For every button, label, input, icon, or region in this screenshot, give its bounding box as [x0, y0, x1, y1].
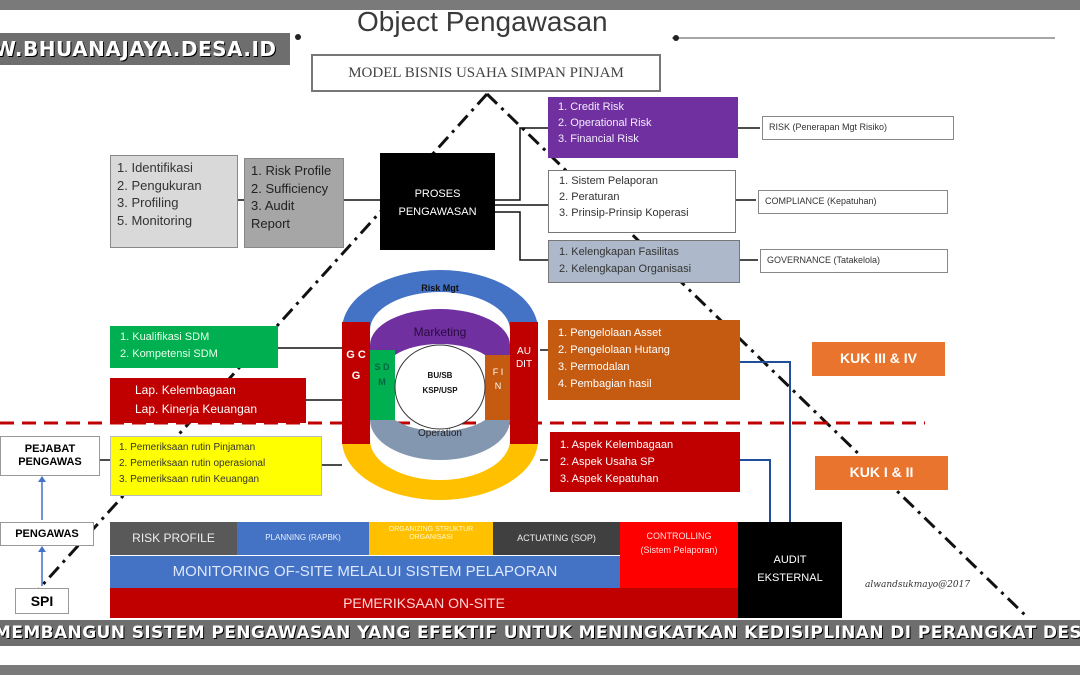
ring-gcg-label: G C G: [346, 349, 366, 382]
pengawas-box: PENGAWAS: [0, 522, 94, 546]
bar-organizing: ORGANIZING STRUKTUR ORGANISASI: [369, 522, 493, 555]
pengelolaan-list-box: 1. Pengelolaan Asset 2. Pengelolaan Huta…: [548, 320, 740, 400]
risk-list-box: 1. Credit Risk 2. Operational Risk 3. Fi…: [548, 97, 738, 158]
pejabat-label: PEJABAT: [24, 443, 76, 455]
list-item: Report: [251, 215, 291, 231]
aspek-list-box: 1. Aspek Kelembagaan 2. Aspek Usaha SP 3…: [550, 432, 740, 492]
ring-fin-label: F I N: [492, 367, 504, 392]
list-item: 1. Pengelolaan Asset: [558, 327, 662, 339]
compliance-list-box: 1. Sistem Pelaporan 2. Peraturan 3. Prin…: [548, 170, 736, 233]
bar-risk-profile: RISK PROFILE: [110, 522, 237, 555]
risk-tag: RISK (Penerapan Mgt Risiko): [762, 116, 954, 140]
ring-center-text: BU/SB: [427, 371, 453, 380]
model-bisnis-box: MODEL BISNIS USAHA SIMPAN PINJAM: [311, 54, 661, 92]
ring-marketing-label: Marketing: [413, 325, 467, 339]
list-item: 1. Kelengkapan Fasilitas: [559, 246, 679, 258]
list-item: 1. Aspek Kelembagaan: [560, 439, 674, 451]
list-item: 5. Monitoring: [117, 212, 193, 228]
spi-box: SPI: [15, 588, 69, 614]
governance-tag: GOVERNANCE (Tatakelola): [760, 249, 948, 273]
site-url-text: W.BHUANAJAYA.DESA.ID: [0, 37, 277, 61]
pemeriksaan-list-box: 1. Pemeriksaan rutin Pinjaman 2. Pemerik…: [110, 436, 322, 496]
bar-actuating: ACTUATING (SOP): [493, 522, 620, 555]
list-item: 1. Kualifikasi SDM: [120, 331, 210, 343]
list-item: 2. Sufficiency: [251, 180, 329, 196]
caption-text: MEMBANGUN SISTEM PENGAWASAN YANG EFEKTIF…: [0, 623, 1080, 643]
bottom-frame-bar: [0, 665, 1080, 675]
laporan-list-box: Lap. Kelembagaan Lap. Kinerja Keuangan: [110, 378, 306, 423]
list-item: 2. Pemeriksaan rutin operasional: [119, 458, 266, 469]
audit-eksternal-label: EKSTERNAL: [757, 571, 823, 584]
list-item: 1. Identifikasi: [117, 160, 193, 175]
list-item: 2. Peraturan: [559, 190, 620, 203]
sdm-list-box: 1. Kualifikasi SDM 2. Kompetensi SDM: [110, 326, 278, 368]
list-item: 1. Credit Risk: [558, 101, 625, 113]
onsite-bar: PEMERIKSAAN ON-SITE: [110, 588, 738, 618]
list-item: 2. Kompetensi SDM: [120, 348, 218, 361]
list-item: 2. Pengukuran: [117, 177, 202, 193]
ring-operation-label: Operation: [418, 428, 462, 439]
ring-structure: [342, 270, 538, 500]
top-frame-bar: [0, 0, 1080, 10]
ring-audit-label: AUDIT: [515, 346, 533, 370]
pejabat-pengawas-box: PEJABAT PENGAWAS: [0, 436, 100, 476]
diagram-title: Object Pengawasan: [357, 6, 608, 37]
ring-center-label: BU/SB KSP/USP: [408, 368, 472, 398]
list-item: 4. Pembagian hasil: [558, 378, 652, 391]
bar-controlling: CONTROLLING (Sistem Pelaporan): [620, 522, 738, 588]
identifikasi-box: 1. Identifikasi 2. Pengukuran 3. Profili…: [110, 155, 238, 248]
list-item: 3. Aspek Kepatuhan: [560, 473, 659, 486]
list-item: 1. Risk Profile: [251, 163, 332, 178]
list-item: Lap. Kinerja Keuangan: [135, 401, 258, 416]
caption-banner: MEMBANGUN SISTEM PENGAWASAN YANG EFEKTIF…: [0, 620, 1080, 646]
proses-label: PENGAWASAN: [398, 205, 477, 218]
list-item: 2. Pengelolaan Hutang: [558, 344, 670, 357]
list-item: 1. Sistem Pelaporan: [559, 175, 659, 187]
list-item: 3. Profiling: [117, 195, 179, 211]
kuk-lower-badge: KUK I & II: [815, 456, 948, 490]
list-item: Lap. Kelembagaan: [135, 383, 236, 397]
list-item: 2. Aspek Usaha SP: [560, 456, 655, 469]
author-signature: alwandsukmayo@2017: [865, 580, 971, 590]
pejabat-label: PENGAWAS: [18, 456, 82, 469]
monitoring-bar: MONITORING OF-SITE MELALUI SISTEM PELAPO…: [110, 556, 620, 588]
list-item: 3. Permodalan: [558, 361, 630, 374]
list-item: 3. Prinsip-Prinsip Koperasi: [559, 206, 689, 219]
list-item: 1. Pemeriksaan rutin Pinjaman: [119, 442, 256, 453]
list-item: 3. Financial Risk: [558, 132, 639, 145]
list-item: 2. Operational Risk: [558, 116, 652, 129]
bar-planning: PLANNING (RAPBK): [237, 522, 369, 555]
list-item: 3. Pemeriksaan rutin Keuangan: [119, 474, 260, 485]
audit-eksternal-box: AUDIT EKSTERNAL: [738, 522, 842, 618]
risk-profile-list-box: 1. Risk Profile 2. Sufficiency 3. Audit …: [244, 158, 344, 248]
compliance-tag: COMPLIANCE (Kepatuhan): [758, 190, 948, 214]
site-url-banner: W.BHUANAJAYA.DESA.ID: [0, 33, 290, 65]
ring-risk-mgt-label: Risk Mgt: [421, 283, 459, 293]
proses-pengawasan-box: PROSES PENGAWASAN: [380, 153, 495, 250]
proses-label: PROSES: [414, 188, 461, 200]
list-item: 3. Audit: [251, 198, 295, 214]
ring-center-text: KSP/USP: [422, 386, 458, 396]
kuk-upper-badge: KUK III & IV: [812, 342, 945, 376]
list-item: 2. Kelengkapan Organisasi: [559, 262, 692, 275]
governance-list-box: 1. Kelengkapan Fasilitas 2. Kelengkapan …: [548, 240, 740, 283]
audit-eksternal-label: AUDIT: [773, 554, 807, 566]
ring-sdm-label: S D M: [374, 362, 390, 388]
